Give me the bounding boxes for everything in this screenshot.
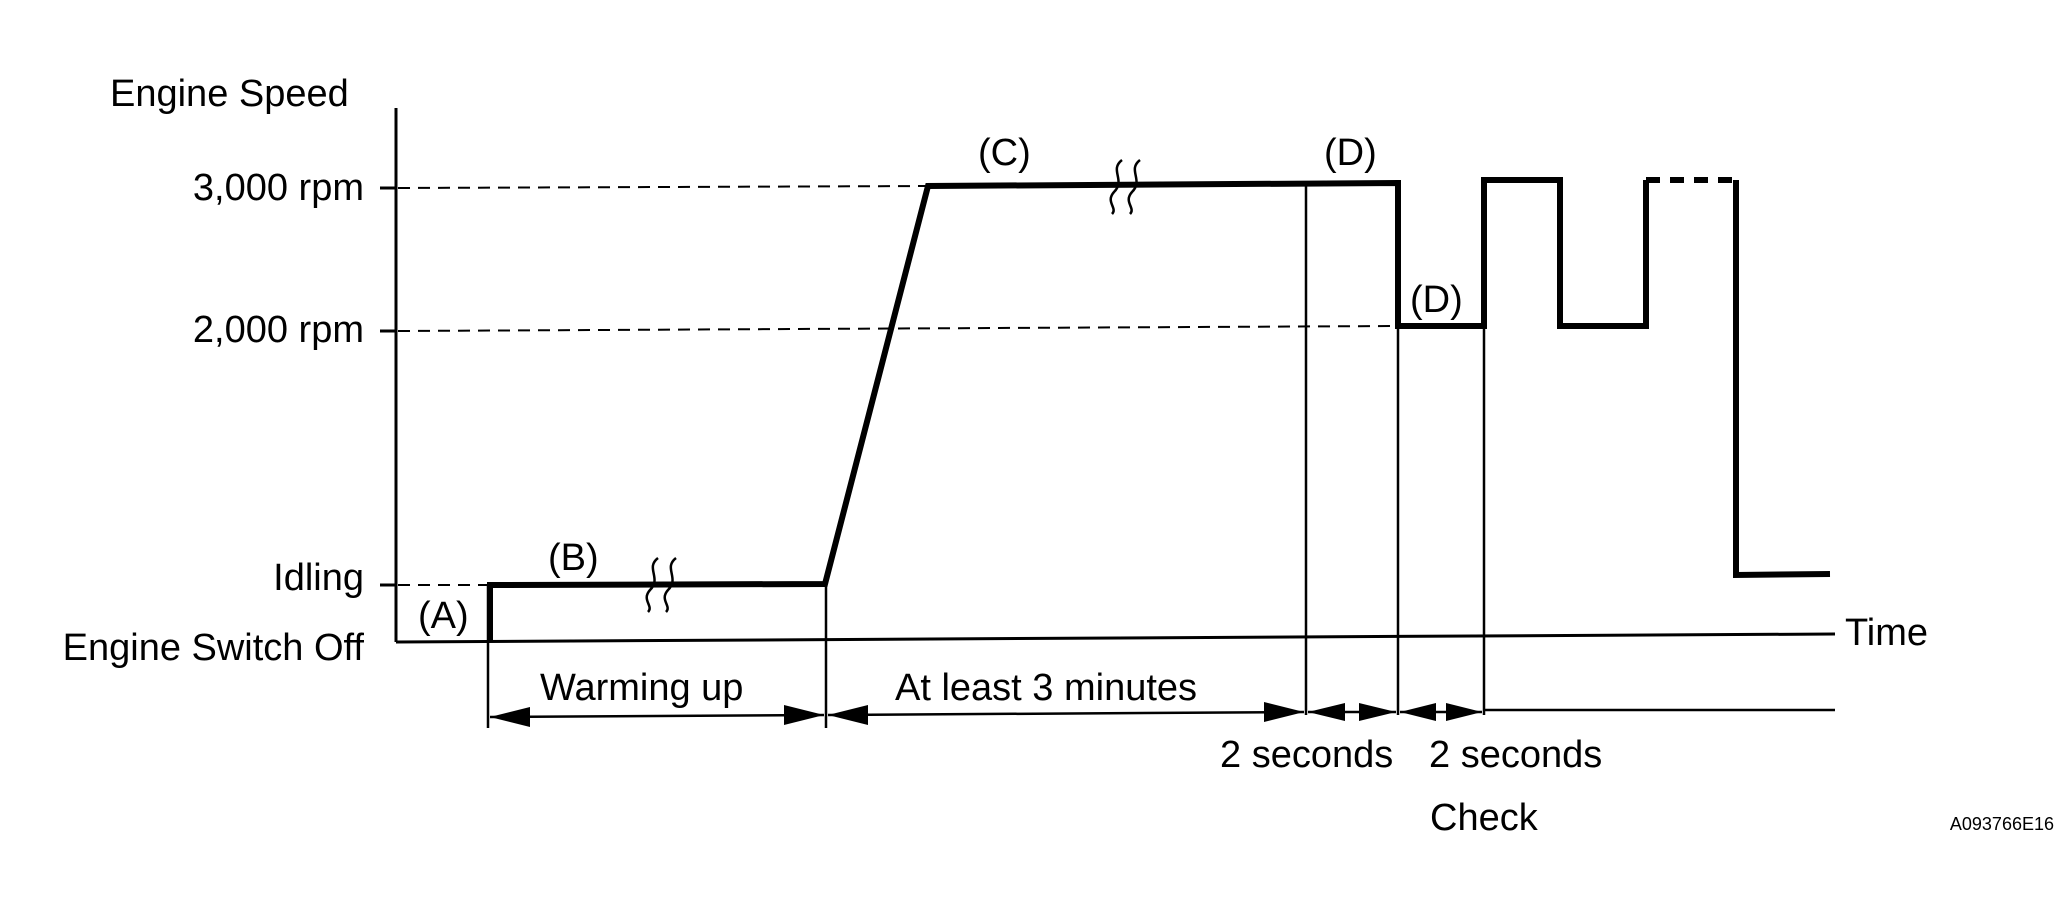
interval-label-at-least: At least 3 minutes xyxy=(895,667,1197,709)
x-axis-title: Time xyxy=(1845,612,1928,654)
arrow-warmup-left xyxy=(490,707,530,727)
interval-label-2-seconds-2: 2 seconds xyxy=(1429,734,1602,776)
ref-line-3000 xyxy=(397,185,929,189)
y-axis-title: Engine Speed xyxy=(110,73,349,115)
break-mark-c-1 xyxy=(1109,159,1123,215)
point-label-d-3000: (D) xyxy=(1324,132,1377,174)
break-mark-b-2 xyxy=(663,557,677,613)
trace-drop-to-idle xyxy=(1733,180,1831,579)
interval-label-2-seconds-1: 2 seconds xyxy=(1220,734,1393,776)
interval-label-check: Check xyxy=(1430,797,1539,839)
y-label-idling: Idling xyxy=(273,557,364,599)
arrow-3min-right xyxy=(1264,702,1304,722)
point-label-b: (B) xyxy=(548,537,599,579)
arrow-warmup-right xyxy=(784,705,824,725)
y-label-2000: 2,000 rpm xyxy=(193,309,364,351)
warming-up-dimension xyxy=(489,713,825,719)
arrow-2s1-right xyxy=(1359,703,1396,721)
x-axis xyxy=(395,632,1836,644)
ref-line-2000 xyxy=(397,325,1397,332)
break-mark-b-1 xyxy=(645,557,659,613)
arrow-2s2-left xyxy=(1400,703,1436,721)
figure-code: A093766E16 xyxy=(1950,814,2054,834)
point-label-d-2000: (D) xyxy=(1410,279,1463,321)
point-label-a: (A) xyxy=(418,595,469,637)
interval-label-warming-up: Warming up xyxy=(540,667,743,709)
arrow-2s2-right xyxy=(1446,703,1482,721)
point-label-c: (C) xyxy=(978,132,1031,174)
engine-speed-trace xyxy=(487,177,1649,642)
arrow-2s1-left xyxy=(1308,703,1345,721)
break-mark-c-2 xyxy=(1127,159,1141,215)
at-least-dimension xyxy=(827,710,1305,717)
arrow-3min-left xyxy=(828,705,868,725)
y-label-3000: 3,000 rpm xyxy=(193,167,364,209)
y-label-engine-off: Engine Switch Off xyxy=(63,627,365,669)
